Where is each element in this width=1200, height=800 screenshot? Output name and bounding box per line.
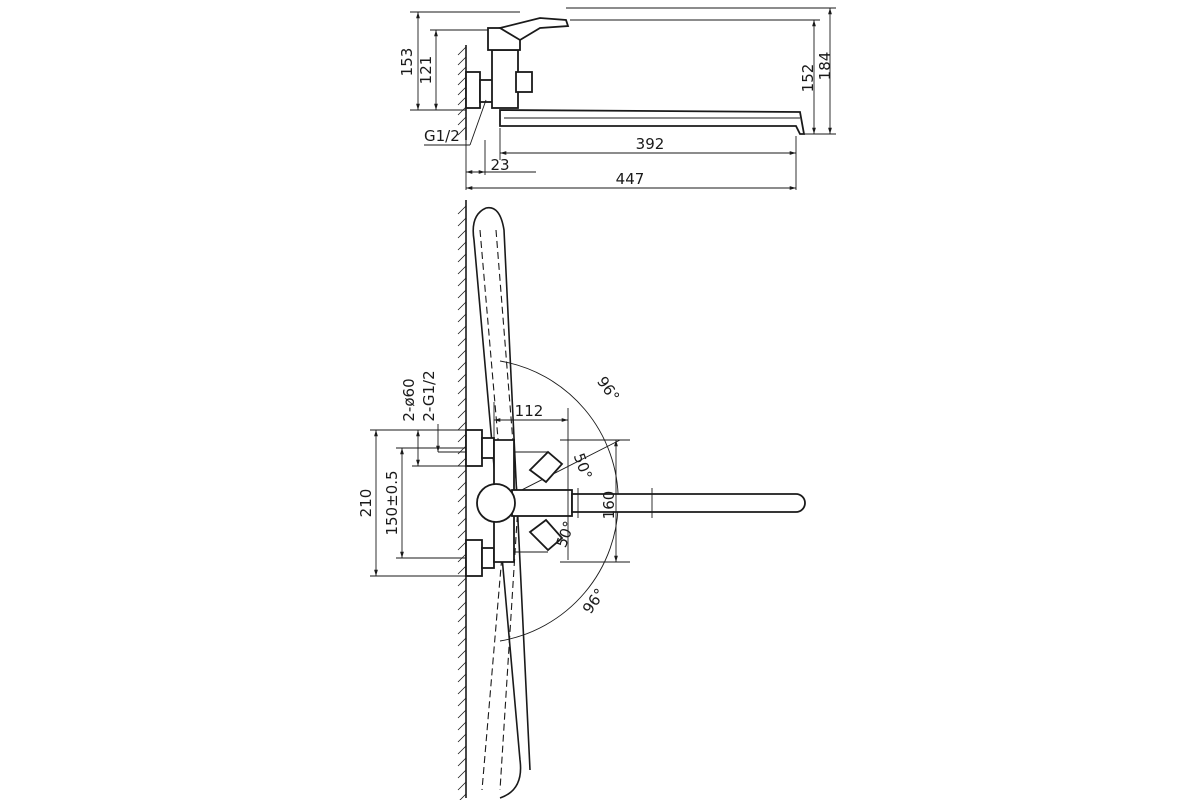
wall-hatch-line bbox=[457, 757, 467, 767]
wall-hatch-line bbox=[457, 637, 467, 647]
wall-hatch-line bbox=[457, 217, 467, 227]
wall-hatch-line bbox=[457, 673, 467, 683]
dim-152: 152 bbox=[799, 64, 817, 93]
side-lever bbox=[497, 17, 570, 42]
wall-hatch-line bbox=[457, 361, 467, 371]
wall-hatch-line bbox=[457, 397, 467, 407]
top-handle-cap bbox=[476, 483, 516, 523]
wall-hatch-line bbox=[457, 313, 467, 323]
wall-hatch-line bbox=[457, 205, 467, 215]
wall-hatch-line bbox=[457, 289, 467, 299]
wall-hatch-line bbox=[457, 781, 467, 791]
dim-23: 23 bbox=[490, 156, 509, 174]
wall-hatch-line bbox=[457, 769, 467, 779]
wall-hatch-line bbox=[457, 517, 467, 527]
dim-210: 210 bbox=[357, 489, 375, 518]
wall-hatch-line bbox=[457, 373, 467, 383]
wall-hatch-line bbox=[457, 253, 467, 263]
top-flange-upper bbox=[465, 429, 483, 467]
dim-392: 392 bbox=[636, 135, 665, 153]
wall-hatch-line bbox=[457, 697, 467, 707]
dim-184: 184 bbox=[816, 52, 834, 81]
top-handle bbox=[511, 489, 573, 517]
dim-447: 447 bbox=[616, 170, 645, 188]
top-spout bbox=[571, 493, 806, 513]
side-wall-hatch bbox=[457, 46, 467, 136]
wall-hatch-line bbox=[457, 229, 467, 239]
angle-96-top: 96° bbox=[593, 373, 623, 405]
wall-hatch-line bbox=[457, 421, 467, 431]
wall-hatch-line bbox=[457, 733, 467, 743]
top-flange-lower-nut bbox=[481, 547, 495, 569]
wall-hatch-line bbox=[457, 385, 467, 395]
dim-160: 160 bbox=[600, 491, 618, 520]
wall-hatch-line bbox=[457, 241, 467, 251]
wall-hatch-line bbox=[457, 661, 467, 671]
wall-hatch-line bbox=[457, 685, 467, 695]
wall-hatch-line bbox=[457, 265, 467, 275]
top-wall-hatch bbox=[457, 205, 467, 800]
wall-hatch-line bbox=[457, 613, 467, 623]
wall-hatch-line bbox=[457, 601, 467, 611]
wall-hatch-line bbox=[457, 301, 467, 311]
wall-hatch-line bbox=[457, 745, 467, 755]
wall-hatch-line bbox=[457, 649, 467, 659]
dim-153: 153 bbox=[398, 48, 416, 77]
dim-dia60: 2-ø60 bbox=[400, 378, 418, 421]
wall-hatch-line bbox=[457, 277, 467, 287]
wall-hatch-line bbox=[457, 457, 467, 467]
side-view: 153 121 152 184 G1/2 392 23 447 bbox=[398, 7, 836, 190]
top-flange-upper-nut bbox=[481, 437, 495, 459]
lever-swing-lower bbox=[528, 518, 564, 552]
wall-hatch-line bbox=[457, 529, 467, 539]
wall-hatch-line bbox=[457, 709, 467, 719]
wall-hatch-line bbox=[457, 625, 467, 635]
dim-threads: 2-G1/2 bbox=[420, 370, 438, 421]
dim-150: 150±0.5 bbox=[383, 470, 401, 535]
wall-hatch-line bbox=[459, 793, 467, 800]
wall-hatch-line bbox=[457, 469, 467, 479]
top-view: 112 160 210 150±0.5 2-ø60 2-G1/2 96° 96°… bbox=[357, 200, 806, 800]
lever-swing-upper bbox=[528, 450, 564, 484]
wall-hatch-line bbox=[457, 541, 467, 551]
dim-121: 121 bbox=[417, 56, 435, 85]
wall-hatch-line bbox=[457, 481, 467, 491]
side-spout bbox=[499, 109, 806, 135]
side-body-nut bbox=[515, 71, 533, 93]
wall-hatch-line bbox=[457, 493, 467, 503]
wall-hatch-line bbox=[457, 349, 467, 359]
angle-96-bottom: 96° bbox=[579, 585, 609, 617]
angle-50-top: 50° bbox=[570, 451, 596, 482]
wall-hatch-line bbox=[457, 577, 467, 587]
angle-50-bottom: 50° bbox=[552, 519, 578, 550]
dim-112: 112 bbox=[515, 402, 544, 420]
wall-hatch-line bbox=[457, 721, 467, 731]
wall-hatch-line bbox=[457, 589, 467, 599]
wall-hatch-line bbox=[457, 565, 467, 575]
wall-hatch-line bbox=[457, 337, 467, 347]
top-flange-lower bbox=[465, 539, 483, 577]
wall-hatch-line bbox=[457, 325, 467, 335]
wall-hatch-line bbox=[457, 409, 467, 419]
wall-hatch-line bbox=[457, 505, 467, 515]
dim-thread-g12: G1/2 bbox=[424, 127, 460, 145]
side-flange bbox=[465, 71, 481, 109]
wall-hatch-line bbox=[457, 445, 467, 455]
side-body bbox=[491, 49, 519, 109]
wall-hatch-line bbox=[457, 433, 467, 443]
